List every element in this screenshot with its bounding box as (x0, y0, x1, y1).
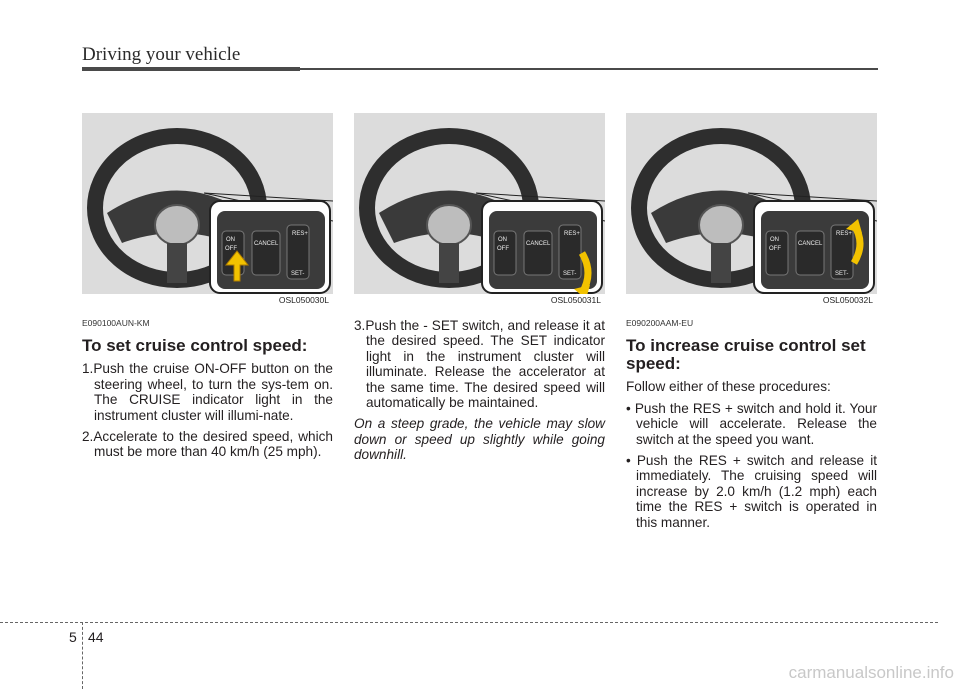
switch-label: OFF (497, 246, 509, 252)
section-code: E090100AUN-KM (82, 318, 150, 328)
column-set-continued: 3.Push the - SET switch, and release it … (354, 318, 605, 463)
figure-code: OSL050030L (278, 295, 329, 305)
footer-divider (82, 622, 84, 689)
switch-label: RES+ (836, 231, 852, 237)
chapter-number: 5 (69, 629, 77, 645)
bullet-item: • Push the RES + switch and release it i… (626, 453, 877, 530)
figure-set-on-off: ON OFF CANCEL RES+ SET- OSL050030L (82, 113, 333, 306)
step-item: 1.Push the cruise ON-OFF button on the s… (82, 361, 333, 423)
header-rule (82, 67, 300, 71)
switch-label: RES+ (564, 231, 580, 237)
switch-label: ON (498, 237, 507, 243)
bullet-item: • Push the RES + switch and hold it. You… (626, 400, 877, 447)
switch-label: CANCEL (254, 241, 279, 247)
step-item: 3.Push the - SET switch, and release it … (354, 318, 605, 411)
section-code: E090200AAM-EU (626, 318, 694, 328)
step-item: 2.Accelerate to the desired speed, which… (82, 429, 333, 460)
header-rule-thin (300, 68, 878, 70)
footer-rule (0, 622, 938, 623)
figure-set-switch: ON OFF CANCEL RES+ SET- OSL050031L (354, 113, 605, 306)
steering-wheel-illustration: ON OFF CANCEL RES+ SET- (359, 128, 605, 299)
figure-caption-bar (82, 294, 333, 306)
watermark: carmanualsonline.info (788, 663, 954, 682)
figure-caption-bar (626, 294, 877, 306)
switch-label: ON (770, 237, 779, 243)
section-heading: To set cruise control speed: (82, 336, 308, 356)
page-number: 44 (88, 629, 104, 645)
steering-wheel-illustration: ON OFF CANCEL RES+ SET- (631, 128, 877, 294)
switch-label: OFF (769, 246, 781, 252)
switch-label: SET- (291, 271, 304, 277)
steering-wheel-illustration: ON OFF CANCEL RES+ SET- (87, 128, 333, 294)
figure-caption-bar (354, 294, 605, 306)
switch-label: ON (226, 237, 235, 243)
switch-label: CANCEL (798, 241, 823, 247)
page-header-title: Driving your vehicle (82, 44, 241, 65)
italic-note: On a steep grade, the vehicle may slow d… (354, 416, 605, 463)
column-set-speed: E090100AUN-KM To set cruise control spee… (82, 316, 333, 466)
column-increase-speed: E090200AAM-EU To increase cruise control… (626, 316, 877, 536)
figure-code: OSL050031L (550, 295, 601, 305)
switch-label: CANCEL (526, 241, 551, 247)
switch-label: SET- (835, 271, 848, 277)
switch-label: OFF (225, 246, 237, 252)
section-heading: To increase cruise control set speed: (626, 336, 866, 374)
intro-text: Follow either of these procedures: (626, 379, 831, 395)
switch-label: RES+ (292, 231, 308, 237)
switch-label: SET- (563, 271, 576, 277)
figure-res-switch: ON OFF CANCEL RES+ SET- OSL050032L (626, 113, 877, 306)
figure-code: OSL050032L (822, 295, 873, 305)
